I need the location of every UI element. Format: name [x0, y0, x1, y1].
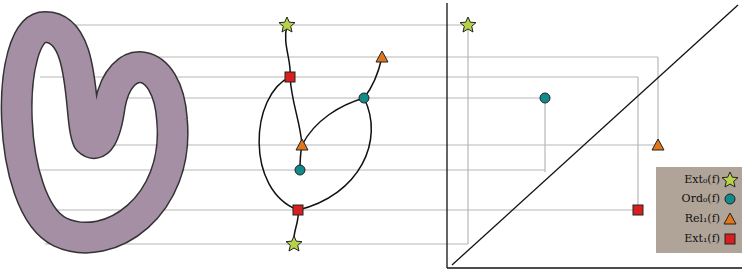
persistence-line [544, 98, 545, 172]
band-outline [17, 27, 173, 238]
reeb-edge [302, 98, 364, 145]
legend-label: Ord₀(f) [682, 192, 720, 206]
level-line [120, 56, 658, 57]
persistence-line [467, 25, 468, 244]
square-marker [633, 205, 643, 215]
circle-marker [359, 93, 369, 103]
reeb-edge [286, 25, 291, 77]
triangle-marker [652, 139, 664, 150]
star-marker [279, 17, 295, 32]
circle-sample [725, 194, 735, 204]
reeb-edge [364, 57, 382, 98]
circle-marker [295, 165, 305, 175]
axis [447, 267, 742, 268]
square-marker [293, 205, 303, 215]
reeb-edge [290, 77, 302, 145]
square-sample [725, 234, 735, 244]
square-marker [285, 72, 295, 82]
star-sample [722, 172, 738, 187]
axis [446, 3, 447, 268]
legend-panel: Ext₀(f) Ord₀(f) Rel₁(f) Ext₁(f) [656, 167, 742, 253]
diagram-frame [447, 3, 742, 268]
star-marker [460, 17, 476, 32]
triangle-marker [296, 139, 308, 150]
level-line [20, 169, 545, 170]
star-marker [286, 236, 302, 251]
triangle-marker [376, 51, 388, 62]
circle-marker [540, 93, 550, 103]
markers [279, 17, 664, 251]
legend-label: Ext₁(f) [684, 232, 720, 246]
persistence-line [657, 57, 658, 145]
band-surface [17, 27, 173, 238]
triangle-sample [724, 213, 736, 224]
reeb-graph [259, 25, 382, 244]
reeb-edge [298, 98, 371, 210]
level-line [45, 24, 468, 25]
legend-label: Ext₀(f) [684, 173, 720, 187]
legend-label: Rel₁(f) [685, 212, 720, 226]
